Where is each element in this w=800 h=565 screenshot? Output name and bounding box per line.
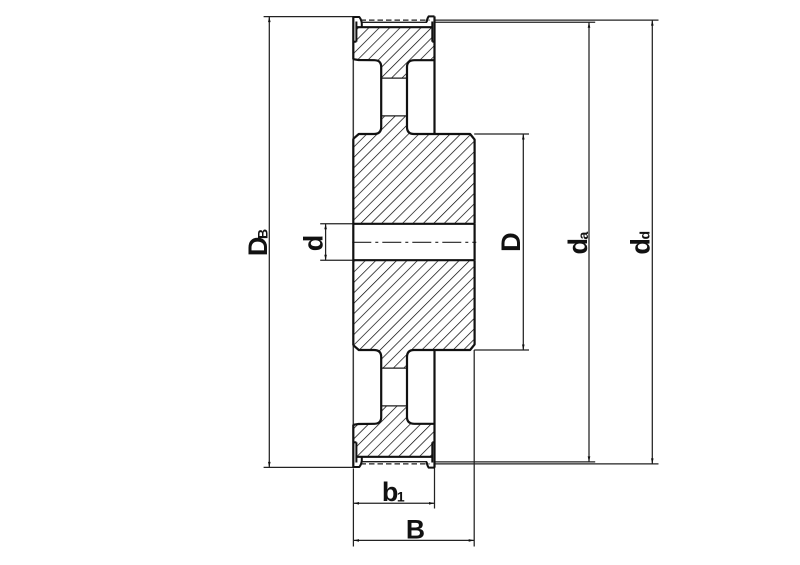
svg-text:B: B: [254, 229, 270, 239]
svg-text:D: D: [243, 237, 273, 257]
svg-text:d: d: [299, 235, 329, 252]
svg-text:d: d: [626, 238, 656, 255]
svg-text:d: d: [637, 231, 653, 240]
svg-text:B: B: [406, 515, 425, 545]
svg-text:D: D: [496, 232, 526, 252]
svg-text:1: 1: [397, 489, 405, 505]
svg-text:a: a: [575, 232, 591, 240]
svg-text:b: b: [382, 477, 399, 507]
svg-text:d: d: [563, 238, 593, 255]
